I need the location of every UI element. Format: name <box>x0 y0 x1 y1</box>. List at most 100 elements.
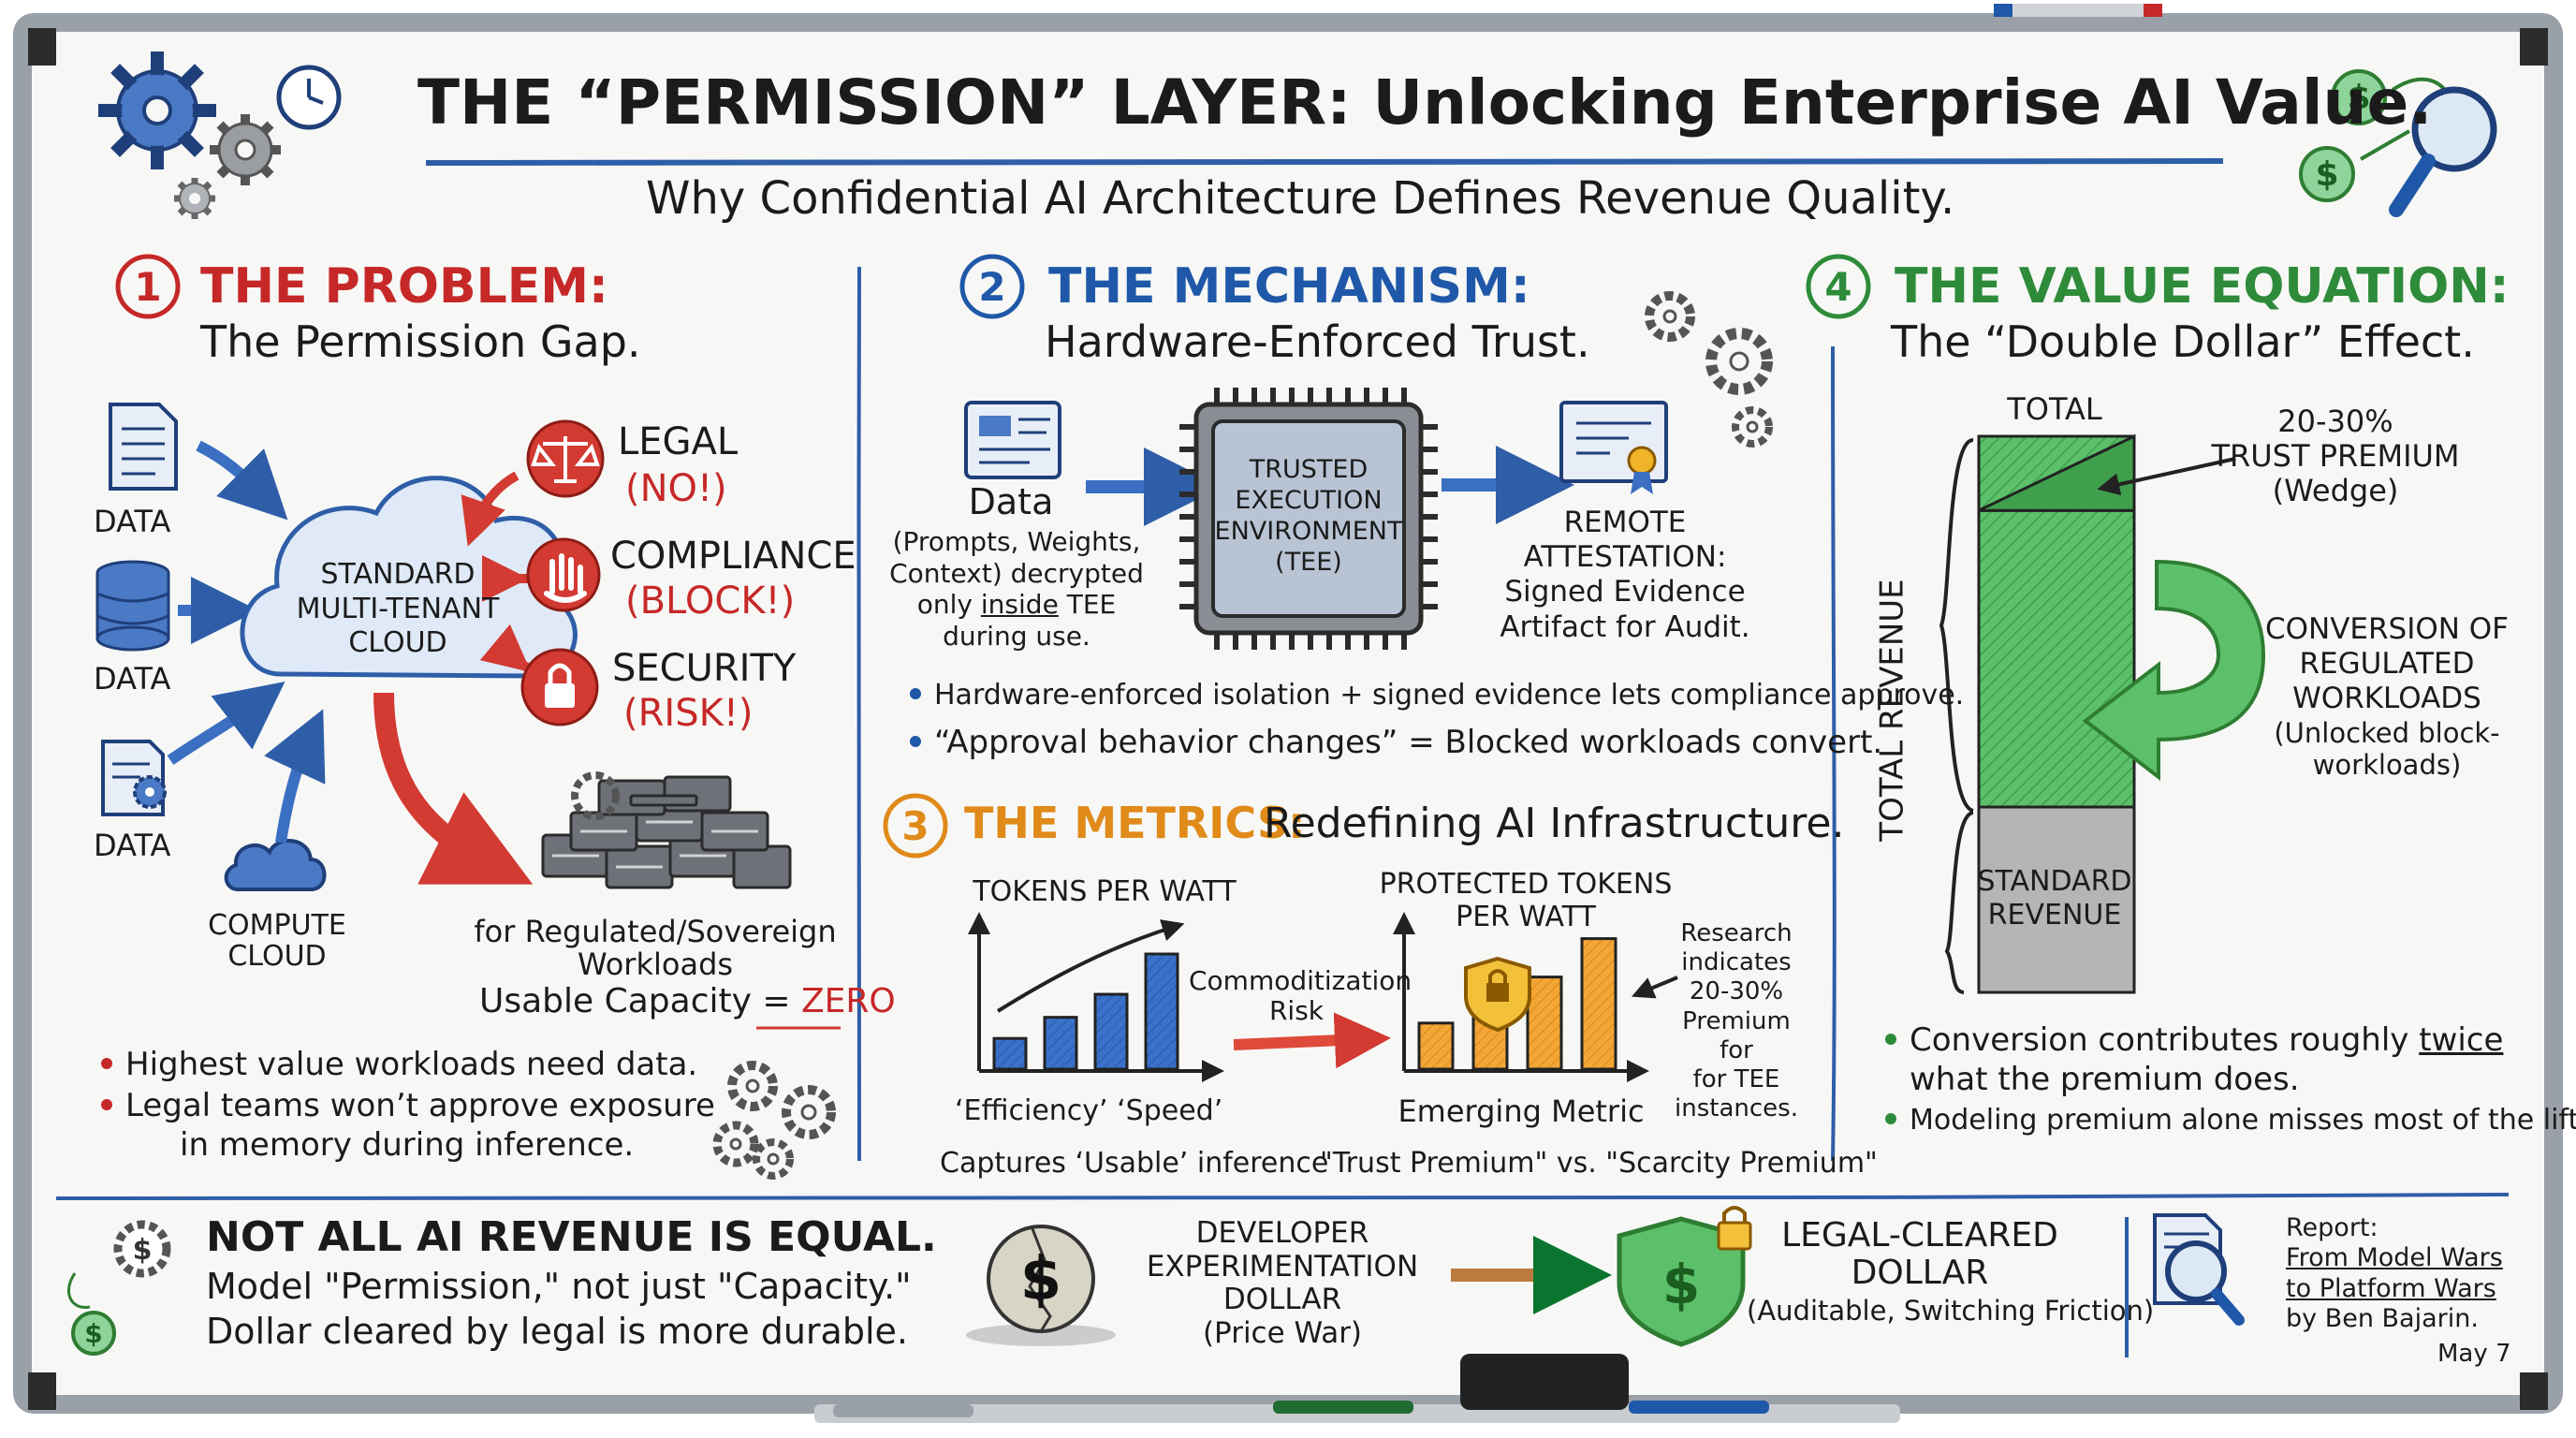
title-underline <box>425 158 2224 166</box>
gear-icon <box>712 1121 759 1167</box>
chart2-xlabel: Emerging Metric <box>1398 1093 1645 1129</box>
document-icon <box>109 403 178 491</box>
section-number: 1 <box>134 264 162 310</box>
mechanism-heading: THE MECHANISM: <box>1048 258 1530 315</box>
data-label: DATA <box>94 828 171 863</box>
legal-label: LEGAL <box>618 420 739 463</box>
tokens-per-watt-chart <box>968 912 1224 1082</box>
cracked-coin-icon: $ <box>966 1225 1116 1346</box>
total-brace <box>1939 438 1974 813</box>
marker-top <box>1994 4 2162 17</box>
conversion-arrow <box>2082 559 2266 782</box>
dollar-coin-icon: $ <box>71 1311 116 1356</box>
blocked-arrow <box>373 692 534 885</box>
total-revenue-axis-label: TOTAL REVENUE <box>1873 579 1911 842</box>
gear-icon <box>727 1061 778 1111</box>
compliance-status: (BLOCK!) <box>625 580 796 623</box>
data-label: DATA <box>94 504 171 539</box>
footer-line: Model "Permission," not just "Capacity." <box>206 1266 912 1307</box>
stack-segment <box>1977 805 2136 994</box>
tee-chip-icon <box>1179 388 1438 650</box>
document-gear-icon <box>101 740 167 816</box>
metrics-heading: THE METRICS: <box>964 798 1306 848</box>
premium-pointer <box>2097 457 2236 496</box>
bar <box>1580 937 1617 1071</box>
bar <box>1526 976 1563 1071</box>
legal-status: (NO!) <box>625 467 727 510</box>
trust-premium-label: 20-30%TRUST PREMIUM(Wedge) <box>2211 404 2460 508</box>
stack-total-label: TOTAL <box>2007 391 2102 427</box>
mechanism-bullet: “Approval behavior changes” = Blocked wo… <box>910 724 1882 761</box>
total-revenue-stack <box>1977 433 2136 994</box>
certificate-icon <box>1559 401 1668 494</box>
problem-bullet: Legal teams won’t approve exposure <box>101 1087 715 1124</box>
shield-lock-icon <box>1464 956 1531 1033</box>
footer-line: Dollar cleared by legal is more durable. <box>206 1311 908 1352</box>
mechanism-subheading: Hardware-Enforced Trust. <box>1045 316 1590 367</box>
dollar-gear-icon: $ <box>113 1220 171 1278</box>
svg-text:$: $ <box>2315 155 2338 194</box>
svg-text:$: $ <box>84 1318 102 1349</box>
chart1-xlabel: ‘Efficiency’ ‘Speed’ <box>955 1094 1223 1127</box>
gear-icon <box>753 1138 794 1180</box>
gear-icon <box>1732 406 1773 448</box>
database-icon <box>95 560 170 652</box>
security-label: SECURITY <box>612 647 797 690</box>
metrics-heading-rest: Redefining AI Infrastructure. <box>1264 800 1845 847</box>
value-heading: THE VALUE EQUATION: <box>1895 258 2510 315</box>
section-number: 3 <box>901 803 929 849</box>
gear-icon <box>210 114 281 185</box>
dollar-coin-icon: $ <box>2331 69 2387 125</box>
section-number: 4 <box>1824 264 1852 310</box>
chart2-caption: "Trust Premium" vs. "Scarcity Premium" <box>1320 1147 1878 1180</box>
value-bullet: Conversion contributes roughly twice <box>1885 1021 2503 1059</box>
gear-icon <box>1645 291 1695 342</box>
page-title: THE “PERMISSION” LAYER: Unlocking Enterp… <box>417 66 2433 139</box>
usable-capacity: Usable Capacity = ZERO <box>479 982 896 1020</box>
shield-dollar-icon: $ <box>1617 1206 1752 1347</box>
page-subtitle: Why Confidential AI Architecture Defines… <box>646 172 1955 225</box>
gear-icon <box>1705 328 1773 395</box>
eraser <box>1460 1354 1629 1410</box>
data-title: Data <box>968 481 1054 522</box>
bar <box>992 1036 1028 1071</box>
problem-bullet-cont: in memory during inference. <box>180 1126 635 1164</box>
gear-icon <box>98 51 216 169</box>
mechanism-bullet: Hardware-enforced isolation + signed evi… <box>910 679 1964 712</box>
svg-text:$: $ <box>133 1234 153 1267</box>
svg-text:$: $ <box>1662 1253 1700 1316</box>
chart1-title: TOKENS PER WATT <box>973 875 1237 908</box>
capacity-zero: ZERO <box>801 982 896 1020</box>
compute-cloud-icon <box>224 839 327 891</box>
svg-text:$: $ <box>1020 1245 1062 1314</box>
stack-segment <box>1977 508 2136 809</box>
dollar-coin-icon: $ <box>2299 146 2355 202</box>
bar <box>1043 1016 1078 1071</box>
problem-heading: THE PROBLEM: <box>200 258 608 315</box>
gear-icon <box>782 1085 836 1139</box>
problem-bullet: Highest value workloads need data. <box>101 1046 697 1083</box>
svg-text:$: $ <box>2347 79 2370 117</box>
compliance-label: COMPLIANCE <box>610 535 856 578</box>
protected-tokens-chart <box>1393 912 1649 1082</box>
data-card-icon <box>964 401 1061 479</box>
security-status: (RISK!) <box>623 692 754 735</box>
date-label: May 7 <box>2437 1340 2511 1368</box>
data-description: (Prompts, Weights, Context) decrypted on… <box>889 526 1144 652</box>
problem-subheading: The Permission Gap. <box>200 316 641 367</box>
gear-icon <box>174 178 215 219</box>
